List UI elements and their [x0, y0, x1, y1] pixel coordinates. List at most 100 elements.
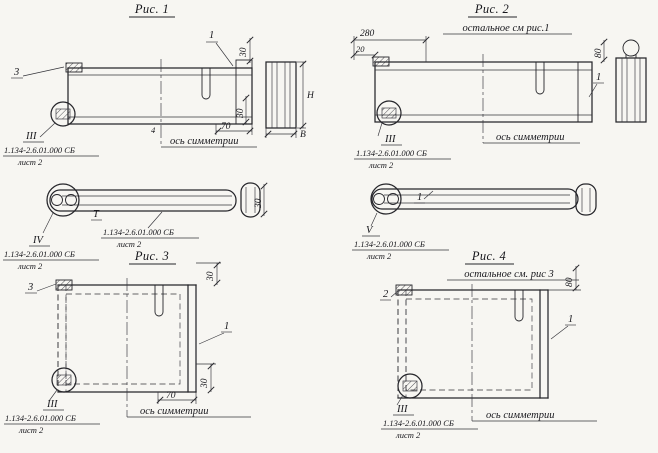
fig4: Рис. 4 остальное см. рис 3 2: [380, 249, 597, 440]
fig1-callout-3: 3: [11, 66, 65, 79]
fig1-end-tab: [235, 59, 253, 69]
fig1-beam-geometry: [65, 59, 253, 125]
fig3-dim-right-30: 30: [196, 362, 216, 394]
fig1-plan: 30 Т 1.134-2.6.01.000 СБ лист 2 IV 1.134…: [3, 182, 268, 271]
fig2-title: Рис. 2: [468, 2, 517, 18]
fig2-lifting-loop: [535, 62, 545, 95]
fig2-plan-doc-number: 1.134-2.6.01.000 СБ: [354, 239, 425, 249]
fig1-title-text: Рис. 1: [134, 2, 169, 16]
fig2-plan-detail-ref: V 1.134-2.6.01.000 СБ лист 2: [352, 225, 449, 261]
fig4-doc-number: 1.134-2.6.01.000 СБ: [383, 418, 454, 428]
fig3-axis-label: ось симметрии: [140, 406, 208, 417]
fig1-detail-roman: III: [25, 131, 37, 142]
fig2-note: остальное см рис.1: [443, 23, 572, 35]
fig2-dim-80-label: 80: [594, 48, 604, 58]
fig2-embed-plate: [372, 56, 390, 67]
fig3-title-text: Рис. 3: [134, 249, 169, 263]
fig2-dim-280: 280: [350, 29, 430, 62]
fig4-callout-1: 1: [550, 314, 576, 340]
fig4-panel-geometry: [395, 284, 549, 399]
fig3-callout-1-label: 1: [224, 321, 229, 332]
fig4-lifting-loop: [514, 290, 524, 322]
fig3-doc-sheet: лист 2: [18, 425, 44, 435]
fig3-detail-roman: III: [46, 399, 58, 410]
fig1-dim-B: В: [264, 128, 306, 140]
fig1-plan-detail-node: [42, 183, 80, 234]
fig2-axis: [482, 54, 580, 144]
fig1: Рис. 1 ось симметрии 4 1: [3, 2, 315, 167]
fig4-callout-1-label: 1: [568, 314, 573, 325]
fig4-callout-2: 2: [380, 289, 399, 301]
fig3: Рис. 3 3 30 1: [4, 249, 251, 435]
fig2-plan-doc-sheet: лист 2: [366, 251, 392, 261]
fig3-doc-number: 1.134-2.6.01.000 СБ: [5, 413, 76, 423]
fig2-plan-callout-1: 1: [414, 190, 434, 204]
fig4-axis-label: ось симметрии: [486, 410, 554, 421]
fig4-doc-sheet: лист 2: [395, 430, 421, 440]
fig1-plan-section-text: Т: [93, 209, 100, 220]
fig2-dim-80: 80: [594, 38, 608, 64]
fig1-embed-plate: [65, 62, 83, 73]
fig3-callout-3-label: 3: [27, 282, 33, 293]
fig1-callout-1-label: 1: [209, 30, 214, 41]
fig1-lifting-loop: [201, 68, 211, 100]
fig1-plan-dim-30-label: 30: [254, 198, 264, 209]
fig2: Рис. 2 остальное см рис.1 280 20: [350, 2, 647, 170]
fig1-plan-doc-sheet: лист 2: [17, 261, 43, 271]
fig1-title: Рис. 1: [129, 2, 175, 18]
fig4-detail-ref: III 1.134-2.6.01.000 СБ лист 2: [381, 404, 478, 440]
fig2-title-text: Рис. 2: [474, 2, 509, 16]
fig3-detail-node: [48, 367, 77, 402]
fig2-plan-geometry: [371, 183, 597, 216]
fig2-detail-roman: III: [384, 134, 396, 145]
fig1-callout-4-label: 4: [151, 125, 156, 135]
fig1-detail-ref: III 1.134-2.6.01.000 СБ лист 2: [3, 131, 99, 167]
fig4-axis: [471, 284, 597, 422]
fig3-callout-3: 3: [25, 282, 57, 294]
fig2-end-knob: [622, 39, 640, 57]
fig2-dim-280-label: 280: [360, 29, 375, 39]
fig2-plan-detail-roman: V: [366, 225, 374, 236]
fig4-note-text: остальное см. рис 3: [464, 269, 554, 280]
fig1-plan-doc-number: 1.134-2.6.01.000 СБ: [4, 249, 75, 259]
fig3-dim-top-30: 30: [196, 261, 221, 287]
fig1-axis-label: ось симметрии: [170, 136, 238, 147]
fig1-dim-top-30-label: 30: [239, 47, 249, 58]
fig1-dim-B-label: В: [300, 130, 306, 140]
fig1-plan-end-cap: [240, 182, 261, 218]
fig2-detail-ref: III 1.134-2.6.01.000 СБ лист 2: [354, 134, 451, 170]
fig1-plan-detail-ref: IV 1.134-2.6.01.000 СБ лист 2: [3, 235, 99, 271]
fig2-plan: 1 V 1.134-2.6.01.000 СБ лист 2: [352, 183, 597, 261]
fig2-beam-geometry: [372, 56, 593, 123]
fig1-plan-ref-right: 1.134-2.6.01.000 СБ лист 2: [101, 211, 199, 249]
fig4-detail-node: [396, 373, 423, 406]
fig3-dim-70: 70: [156, 391, 198, 404]
fig4-dim-80-label: 80: [565, 277, 575, 287]
fig2-dim-20-label: 20: [356, 44, 365, 54]
fig3-callout-1: 1: [198, 321, 232, 345]
fig4-callout-2-label: 2: [383, 289, 389, 300]
fig1-dim-H-label: Н: [306, 91, 315, 101]
fig2-callout-1-label: 1: [596, 72, 601, 83]
fig4-title-text: Рис. 4: [471, 249, 506, 263]
fig3-dim-70-label: 70: [166, 391, 176, 401]
fig1-dim-right-30: 30: [236, 94, 250, 126]
fig1-dim-H: Н: [297, 60, 315, 130]
fig1-plan-dim-30: 30: [254, 182, 268, 218]
fig3-embed-plate: [55, 279, 73, 291]
fig1-plan-section-label: Т: [91, 209, 102, 221]
fig2-plan-callout-1-label: 1: [417, 192, 422, 203]
fig1-end-view: [265, 61, 297, 129]
fig1-axis: [160, 59, 257, 148]
fig1-plan-geometry: [49, 189, 237, 212]
fig1-callout-1: 1: [206, 30, 234, 67]
fig2-note-text: остальное см рис.1: [463, 23, 550, 34]
fig1-dim-top-30: 30: [239, 36, 254, 65]
fig1-plan-detail-roman: IV: [32, 235, 44, 246]
fig2-end-view: [615, 39, 647, 123]
fig3-axis: [126, 278, 251, 418]
fig3-dim-top-30-label: 30: [206, 271, 216, 282]
fig3-panel-geometry: [55, 279, 197, 393]
